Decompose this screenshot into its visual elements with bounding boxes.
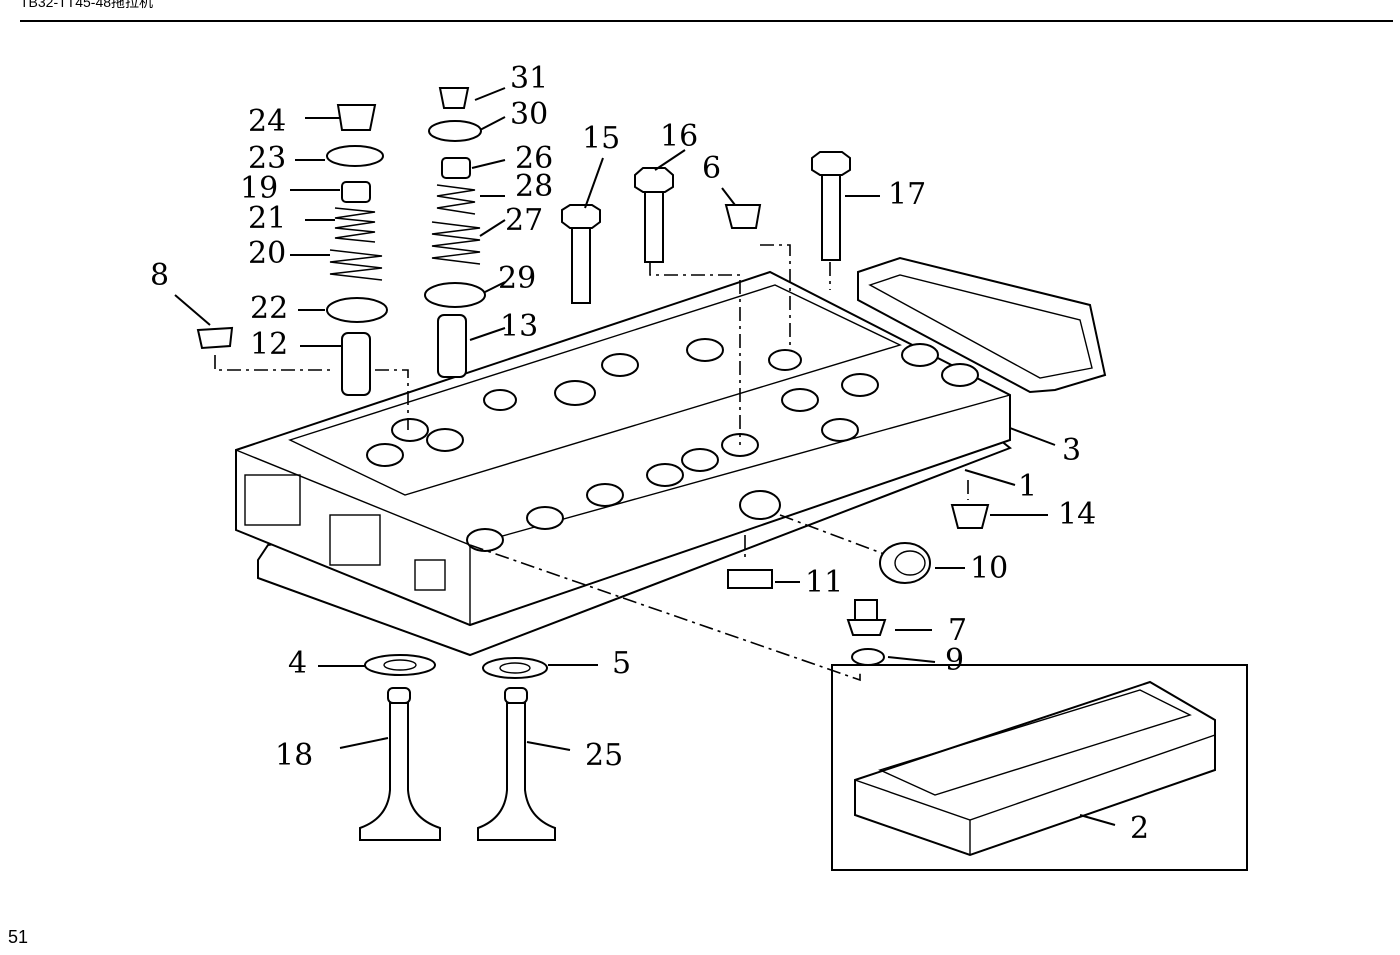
callout-1: 1: [1018, 469, 1037, 504]
callout-6: 6: [702, 151, 721, 186]
callout-26: 26: [515, 141, 553, 176]
callout-13: 13: [500, 309, 538, 344]
callout-31: 31: [510, 61, 548, 96]
valve-18: [359, 687, 441, 841]
callout-3: 3: [1062, 433, 1081, 468]
inset-assembled-head: [831, 664, 1248, 871]
valve-25: [477, 687, 556, 841]
washer-5: [482, 657, 548, 679]
callout-11: 11: [805, 565, 843, 600]
callout-29: 29: [498, 261, 536, 296]
header-rule: [20, 20, 1393, 22]
callout-18: 18: [275, 738, 313, 773]
callout-2: 2: [1130, 811, 1149, 846]
plug-6: [724, 204, 762, 229]
bolt-17: [811, 151, 851, 261]
plug-8: [196, 326, 234, 350]
plug-11: [727, 569, 773, 589]
callout-5: 5: [612, 646, 631, 681]
callout-17: 17: [888, 177, 926, 212]
callout-28: 28: [515, 169, 553, 204]
callout-23: 23: [248, 141, 286, 176]
callout-16: 16: [660, 119, 698, 154]
callout-27: 27: [505, 203, 543, 238]
valve-guide-13: [437, 314, 467, 378]
bolt-15: [561, 204, 601, 304]
callout-21: 21: [248, 201, 286, 236]
callout-12: 12: [250, 327, 288, 362]
cylinder-head-body: [235, 270, 1011, 627]
page-header-title: TB32-TT45-48拖拉机: [20, 0, 154, 10]
cover-plate: [857, 256, 1107, 394]
callout-30: 30: [510, 97, 548, 132]
right-valve-stack: [424, 87, 486, 308]
leader-lines: [174, 87, 1116, 826]
callout-4: 4: [288, 646, 307, 681]
plug-14: [950, 504, 990, 529]
callout-19: 19: [240, 171, 278, 206]
callout-24: 24: [248, 104, 286, 139]
washer-9: [851, 648, 885, 666]
callout-22: 22: [250, 291, 288, 326]
callout-10: 10: [970, 551, 1008, 586]
callout-20: 20: [248, 236, 286, 271]
callout-14: 14: [1058, 497, 1096, 532]
callout-9: 9: [945, 643, 964, 678]
page-number: 51: [8, 927, 29, 947]
valve-guide-12: [341, 332, 371, 396]
callout-7: 7: [948, 613, 967, 648]
sensor-7: [846, 599, 887, 636]
left-valve-stack: [326, 104, 388, 323]
callout-15: 15: [582, 121, 620, 156]
callout-8: 8: [150, 258, 169, 293]
callout-25: 25: [585, 738, 623, 773]
bolt-16: [634, 167, 674, 263]
washer-4: [364, 654, 436, 676]
head-bosses: [366, 338, 979, 552]
seal-ring-10: [879, 542, 931, 584]
